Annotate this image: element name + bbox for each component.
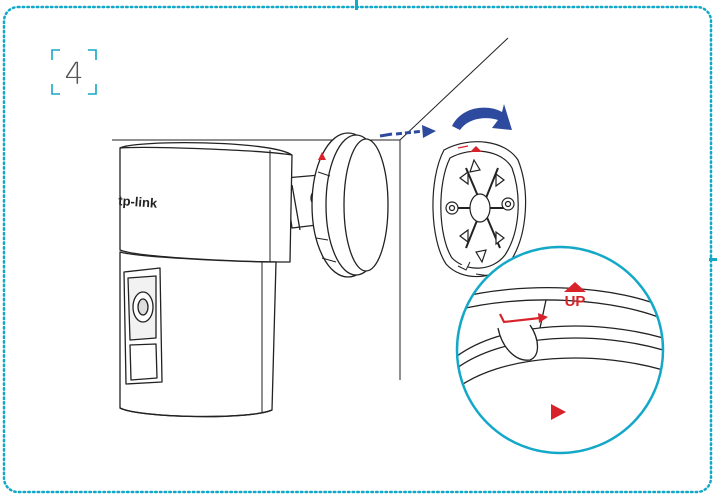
camera-base-disc [311, 132, 389, 278]
step-bracket [51, 49, 97, 95]
up-arrow-icon [564, 282, 586, 292]
mounting-plate [432, 141, 527, 278]
dashed-arrow-icon [379, 125, 436, 138]
camera-body [119, 142, 359, 418]
frame-tab-right [709, 258, 717, 261]
camera-brand-label: tp-link [118, 193, 159, 211]
curved-arrow-icon [452, 104, 512, 130]
triangle-icon [551, 404, 566, 420]
plate-up-marker [457, 145, 482, 152]
step-number: 4 [64, 57, 83, 92]
base-triangle-icon [318, 152, 326, 160]
hook-arrow-icon [499, 313, 541, 324]
up-label: UP [565, 293, 586, 310]
zoom-circle-border [455, 245, 665, 455]
frame-tab-top [355, 0, 358, 10]
zoom-detail: UP [457, 247, 663, 453]
